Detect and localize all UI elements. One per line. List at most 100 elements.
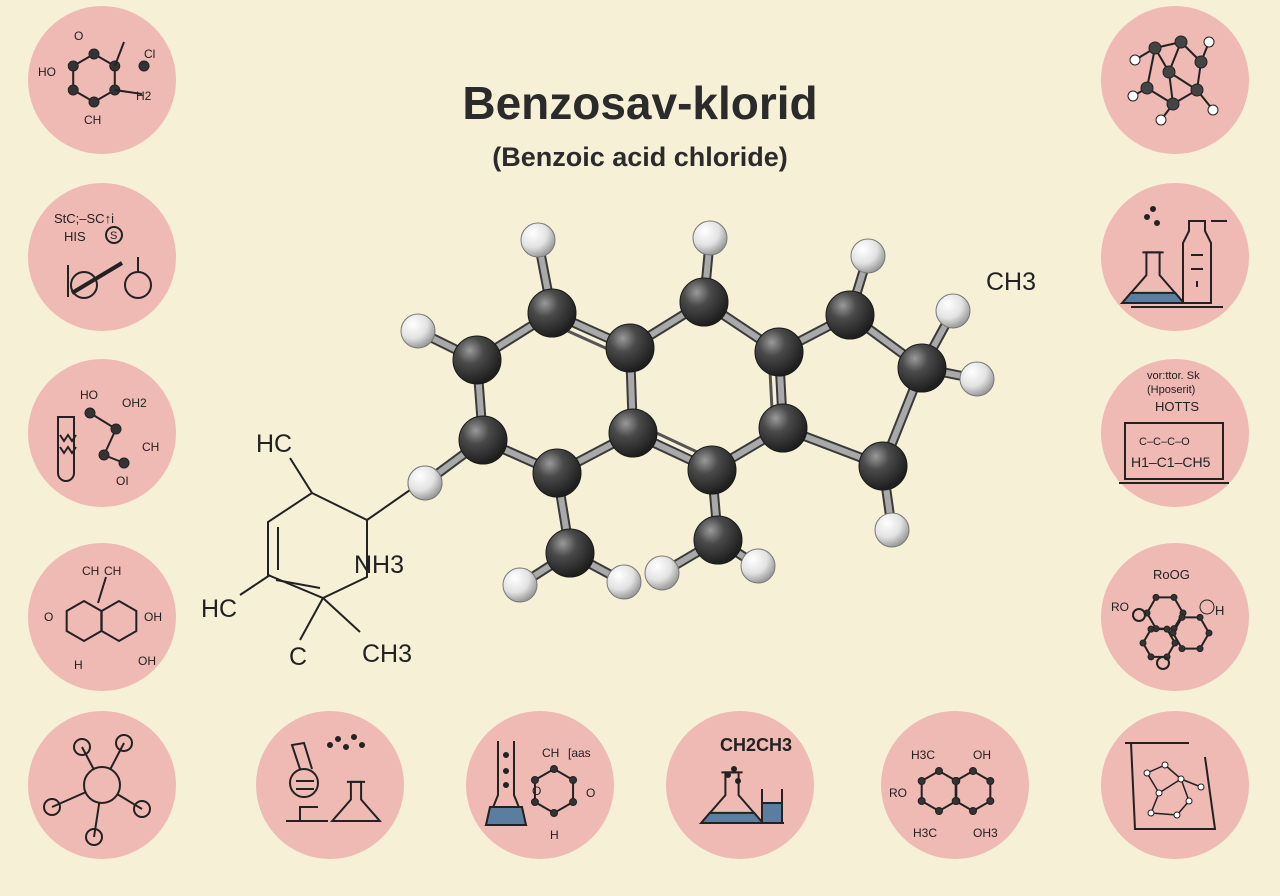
icon-label: vor:ttor. Sk	[1147, 370, 1200, 382]
molecule-model-icon	[28, 711, 176, 859]
icon-circle	[1101, 543, 1249, 691]
molecule-double-bond	[650, 429, 703, 456]
carbon-atom	[687, 445, 737, 495]
icon-label: H	[74, 658, 83, 672]
icon-label: H3C	[911, 748, 935, 762]
icon-atom	[1147, 809, 1155, 817]
icon-atom	[530, 798, 539, 806]
side-label: NH3	[354, 551, 404, 579]
icon-atom	[917, 777, 926, 785]
icon-shape	[1182, 220, 1212, 304]
icon-atom	[43, 798, 61, 816]
icon-label: H1–C1–CH5	[1131, 454, 1211, 470]
icon-label: HIS	[64, 229, 86, 244]
icon-label: [aas	[568, 746, 591, 760]
hydrogen-atom	[502, 567, 538, 603]
icon-atom	[1144, 214, 1150, 220]
carbon-atom	[758, 403, 808, 453]
side-bond	[299, 597, 324, 641]
icon-atom	[569, 776, 578, 784]
hydrogen-atom	[520, 222, 556, 258]
icon-atom	[731, 766, 737, 772]
carbon-atom	[458, 415, 508, 465]
icon-line	[1146, 47, 1156, 89]
icon-shape	[1191, 254, 1203, 287]
molecule-double-bond	[561, 327, 613, 353]
icon-label: OH	[973, 748, 991, 762]
icon-atom	[1178, 645, 1186, 653]
icon-atom	[969, 767, 977, 775]
icon-shape	[296, 780, 314, 790]
flasks-icon: CH2CH3	[666, 711, 814, 859]
icon-atom	[1154, 220, 1160, 226]
icon-atom	[133, 800, 151, 818]
carbon-atom	[527, 288, 577, 338]
icon-circle	[1101, 183, 1249, 331]
icon-label: OH	[144, 610, 162, 624]
icon-label: H	[1215, 603, 1224, 618]
icon-atom	[1205, 629, 1213, 637]
carbon-atom	[679, 277, 729, 327]
icon-atom	[1147, 625, 1155, 633]
icon-label: H3C	[913, 826, 937, 840]
icon-atom	[1129, 54, 1141, 66]
icon-atom	[1185, 797, 1193, 805]
icon-atom	[1207, 104, 1219, 116]
hydrogen-atom	[606, 564, 642, 600]
icon-atom	[1163, 625, 1171, 633]
icon-label: HO	[38, 65, 56, 79]
icon-line	[114, 89, 143, 95]
icon-label: O	[586, 786, 595, 800]
icon-atom	[98, 449, 110, 461]
icon-atom	[1194, 55, 1208, 69]
icon-atom	[138, 60, 150, 72]
icon-atom	[1161, 761, 1169, 769]
icon-label: O	[532, 784, 541, 798]
icon-circle	[1101, 6, 1249, 154]
icon-line	[1150, 792, 1160, 814]
hydrogen-atom	[874, 512, 910, 548]
icon-atom	[986, 797, 995, 805]
icon-label: H	[550, 828, 559, 842]
icon-atom	[969, 807, 977, 815]
icon-atom	[1155, 789, 1163, 797]
icon-shape	[1131, 220, 1227, 308]
microscope-flask-icon	[256, 711, 404, 859]
methyl-label: CH3	[986, 268, 1036, 296]
icon-ring	[105, 226, 123, 244]
icon-label: CH	[84, 113, 101, 127]
icon-atom	[1190, 83, 1204, 97]
icon-label: CH	[104, 564, 121, 578]
icon-atom	[110, 423, 122, 435]
icon-atom	[1174, 35, 1188, 49]
icon-label: Cl	[144, 47, 155, 61]
side-label: CH3	[362, 640, 412, 668]
side-label: HC	[201, 595, 237, 623]
icon-atom	[550, 765, 558, 773]
hydrogen-atom	[740, 548, 776, 584]
side-structure-labels: HC NH3 HC C CH3	[201, 430, 412, 671]
icon-shape	[286, 806, 328, 822]
side-bond	[322, 597, 361, 633]
icon-microscope	[289, 768, 319, 798]
icon-atom	[88, 48, 100, 60]
icon-board	[1124, 422, 1224, 480]
icon-label: HOTTS	[1155, 399, 1199, 414]
icon-label: OH2	[122, 396, 147, 410]
icon-label: (Hposerit)	[1147, 384, 1195, 396]
hydrogen-atom	[400, 313, 436, 349]
side-bond	[366, 489, 411, 521]
icon-atom	[1132, 608, 1146, 622]
page-subtitle: (Benzoic acid chloride)	[492, 142, 788, 172]
icon-atom	[935, 767, 943, 775]
icon-line	[1164, 764, 1182, 780]
icon-atom	[503, 768, 509, 774]
icon-atom	[935, 807, 943, 815]
icon-atom	[1196, 613, 1204, 621]
icon-label: RO	[1111, 600, 1129, 614]
icon-atom	[1199, 599, 1215, 615]
icon-atom	[327, 742, 333, 748]
